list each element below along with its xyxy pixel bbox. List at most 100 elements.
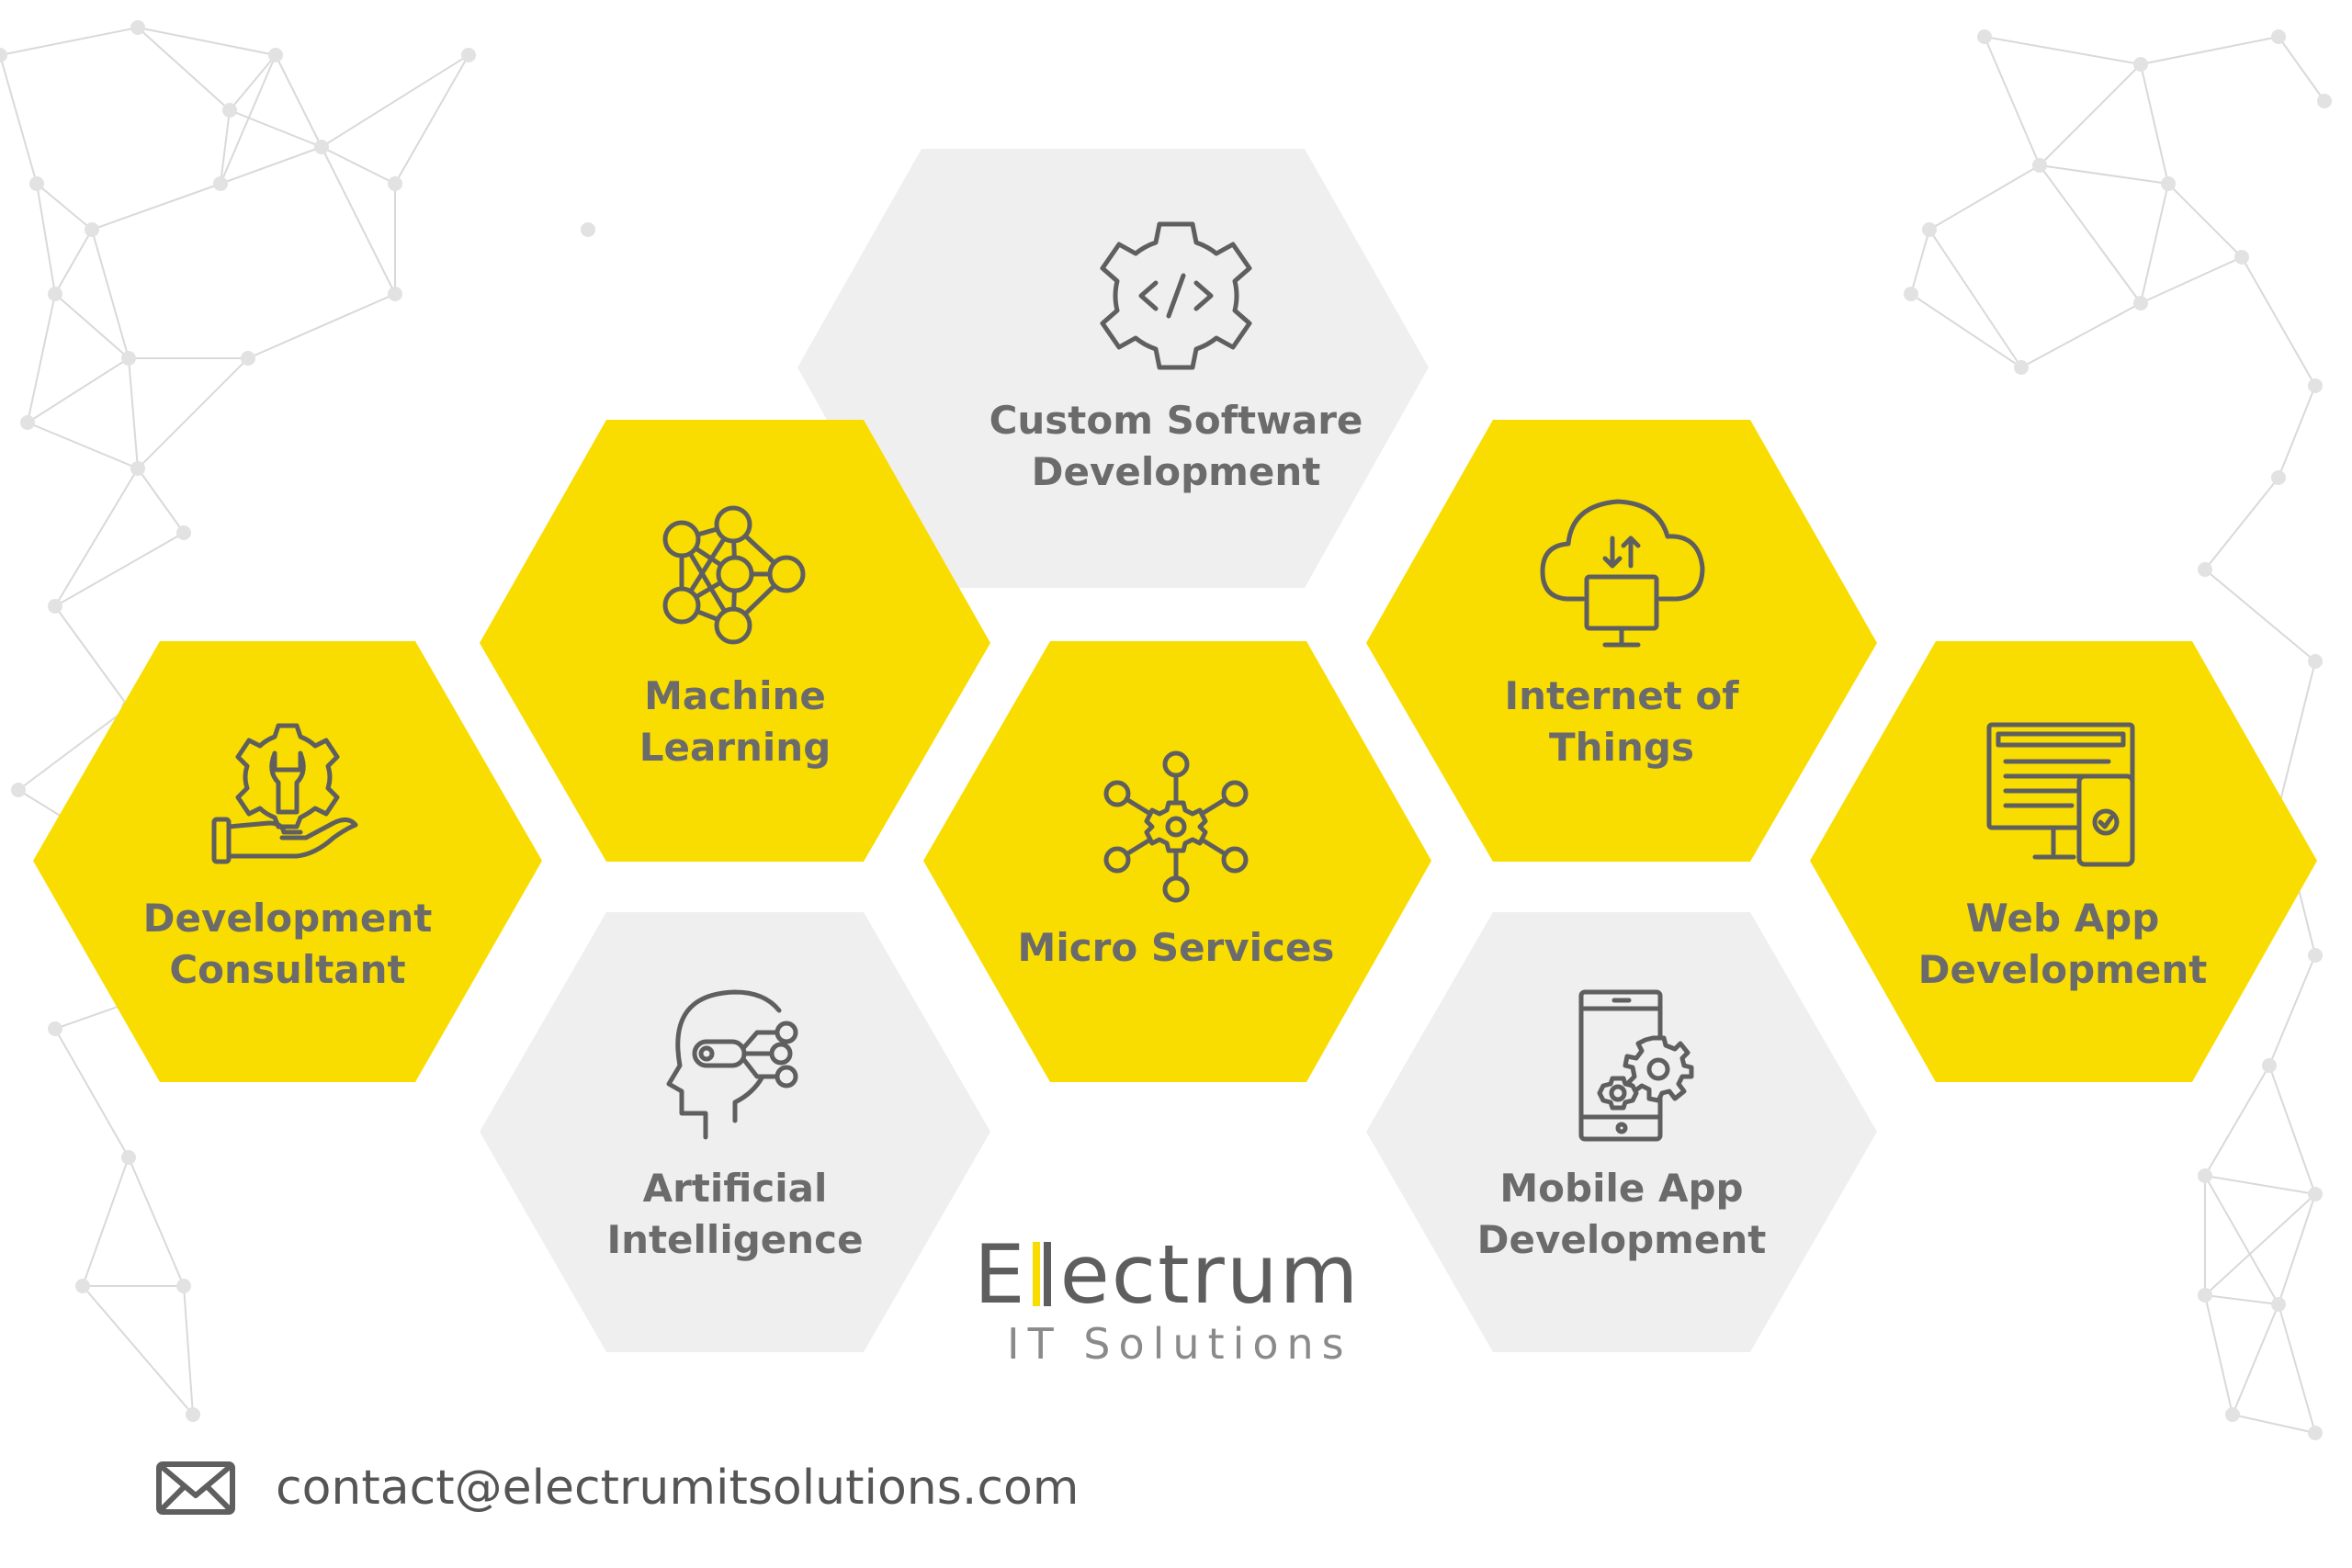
network-line — [394, 54, 469, 185]
network-line — [128, 1156, 185, 1287]
network-line — [0, 27, 139, 56]
network-node — [388, 287, 402, 301]
network-line — [2232, 1303, 2279, 1416]
envelope-icon — [156, 1461, 235, 1515]
network-node — [268, 48, 283, 62]
network-node — [2308, 1187, 2323, 1201]
hex-web-app — [1810, 641, 2317, 1082]
network-line — [54, 468, 139, 607]
network-line — [229, 54, 277, 111]
network-node — [2133, 296, 2148, 310]
network-line — [137, 468, 185, 534]
network-line — [137, 27, 277, 56]
network-line — [1984, 36, 2041, 166]
network-node — [581, 222, 595, 237]
network-line — [2039, 164, 2142, 304]
network-node — [48, 599, 62, 614]
network-node — [11, 783, 26, 797]
network-line — [229, 109, 322, 148]
network-line — [36, 183, 93, 231]
network-node — [2198, 1168, 2212, 1183]
hand-gear-wrench-icon — [211, 723, 358, 864]
gear-nodes-icon — [1103, 750, 1249, 903]
network-node — [2262, 1058, 2277, 1073]
network-line — [54, 293, 130, 359]
network-line — [27, 357, 130, 423]
network-line — [2278, 1303, 2316, 1434]
network-node — [0, 48, 7, 62]
network-node — [1904, 287, 1918, 301]
network-node — [2198, 1288, 2212, 1303]
network-line — [2204, 1193, 2316, 1296]
network-line — [128, 357, 139, 469]
network-line — [2278, 36, 2325, 102]
network-line — [220, 146, 322, 185]
network-node — [2133, 57, 2148, 72]
network-line — [321, 146, 396, 185]
network-line — [2232, 1414, 2316, 1434]
hex-development-consultant — [33, 641, 542, 1082]
network-line — [1910, 229, 1930, 295]
network-line — [2020, 302, 2142, 368]
network-line — [321, 146, 396, 295]
network-node — [186, 1407, 200, 1422]
network-node — [121, 351, 136, 366]
network-line — [2278, 660, 2316, 809]
network-node — [2271, 29, 2286, 44]
cloud-monitor-icon — [1540, 499, 1705, 648]
network-node — [241, 351, 255, 366]
network-line — [54, 1028, 130, 1158]
network-line — [1910, 293, 2022, 368]
neural-network-icon — [662, 505, 806, 645]
network-line — [183, 1285, 194, 1416]
network-node — [29, 176, 44, 191]
network-node — [2014, 360, 2029, 375]
network-node — [2161, 176, 2176, 191]
network-line — [137, 27, 231, 111]
contact-email-link[interactable]: contact@electrumitsolutions.com — [276, 1461, 1080, 1516]
gear-code-icon — [1100, 221, 1252, 370]
network-node — [2308, 948, 2323, 963]
network-line — [2204, 1294, 2279, 1305]
network-line — [2204, 477, 2279, 570]
network-line — [2278, 385, 2316, 479]
network-line — [91, 229, 130, 359]
network-line — [91, 183, 221, 231]
network-line — [82, 1156, 130, 1287]
network-line — [220, 109, 231, 185]
network-line — [2140, 183, 2169, 304]
network-node — [130, 20, 145, 35]
network-line — [27, 293, 56, 423]
hex-artificial-intelligence — [480, 912, 990, 1352]
hex-custom-software — [797, 149, 1429, 588]
network-node — [2317, 94, 2332, 108]
network-line — [247, 293, 396, 359]
head-circuit-icon — [666, 989, 798, 1140]
network-node — [176, 525, 191, 540]
network-line — [2204, 1175, 2279, 1305]
network-line — [2039, 63, 2142, 166]
network-node — [2308, 654, 2323, 669]
network-line — [54, 229, 93, 295]
network-node — [48, 287, 62, 301]
network-line — [2241, 256, 2316, 387]
network-line — [82, 1285, 194, 1416]
network-line — [2167, 183, 2243, 258]
network-line — [1928, 229, 2022, 368]
network-line — [17, 706, 130, 791]
network-node — [2308, 378, 2323, 393]
network-node — [130, 461, 145, 476]
network-line — [36, 183, 56, 295]
network-node — [2198, 562, 2212, 577]
logo-accent-bar — [1032, 1242, 1057, 1306]
network-node — [461, 48, 476, 62]
